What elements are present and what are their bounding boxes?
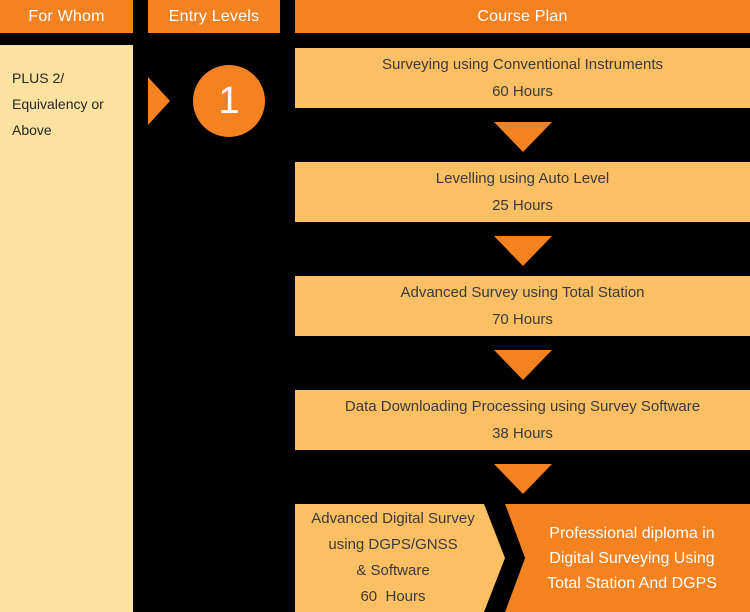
final-module-line-3: & Software xyxy=(356,562,430,579)
down-triangle-icon xyxy=(494,350,552,380)
course-step-title: Levelling using Auto Level xyxy=(435,170,610,187)
final-module-line-2: using DGPS/GNSS xyxy=(328,536,458,553)
course-step-title: Surveying using Conventional Instruments xyxy=(382,56,663,73)
header-entry-levels-label: Entry Levels xyxy=(168,7,260,25)
course-step-box: Data Downloading Processing using Survey… xyxy=(295,390,750,450)
down-triangle-icon xyxy=(494,464,552,494)
down-triangle-icon xyxy=(494,122,552,152)
course-step-title: Advanced Survey using Total Station xyxy=(400,284,645,301)
for-whom-line-1: PLUS 2/ xyxy=(12,70,65,86)
course-step-hours: 25 Hours xyxy=(492,197,553,214)
header-entry-levels: Entry Levels xyxy=(148,0,280,33)
header-for-whom-label: For Whom xyxy=(28,7,105,25)
course-step-hours: 38 Hours xyxy=(492,425,553,442)
for-whom-line-2: Equivalency or xyxy=(12,96,104,112)
course-step-box: Surveying using Conventional Instruments… xyxy=(295,48,750,108)
diploma-outcome-line-3: Total Station And DGPS xyxy=(547,574,717,592)
entry-level-number: 1 xyxy=(218,80,240,122)
course-step-hours: 60 Hours xyxy=(492,83,553,100)
for-whom-line-3: Above xyxy=(12,122,52,138)
down-triangle-icon xyxy=(494,236,552,266)
course-step-title: Data Downloading Processing using Survey… xyxy=(344,398,701,415)
right-triangle-icon xyxy=(148,77,170,125)
final-module-hours: 60 Hours xyxy=(360,588,426,605)
final-module-line-1: Advanced Digital Survey xyxy=(311,510,475,527)
for-whom-panel: PLUS 2/ Equivalency or Above xyxy=(0,45,133,612)
course-step-hours: 70 Hours xyxy=(492,311,553,328)
final-outcome-row: Advanced Digital Survey using DGPS/GNSS … xyxy=(295,504,750,612)
entry-level-badge: 1 xyxy=(193,65,265,137)
header-course-plan: Course Plan xyxy=(295,0,750,33)
course-step-box: Levelling using Auto Level 25 Hours xyxy=(295,162,750,222)
course-step-box: Advanced Survey using Total Station 70 H… xyxy=(295,276,750,336)
header-for-whom: For Whom xyxy=(0,0,133,33)
header-course-plan-label: Course Plan xyxy=(477,7,568,25)
diploma-outcome-line-2: Digital Surveying Using xyxy=(549,549,715,567)
final-module-box: Advanced Digital Survey using DGPS/GNSS … xyxy=(295,504,505,612)
diploma-outcome-box: Professional diploma in Digital Surveyin… xyxy=(505,504,750,612)
diploma-outcome-line-1: Professional diploma in xyxy=(549,524,715,542)
